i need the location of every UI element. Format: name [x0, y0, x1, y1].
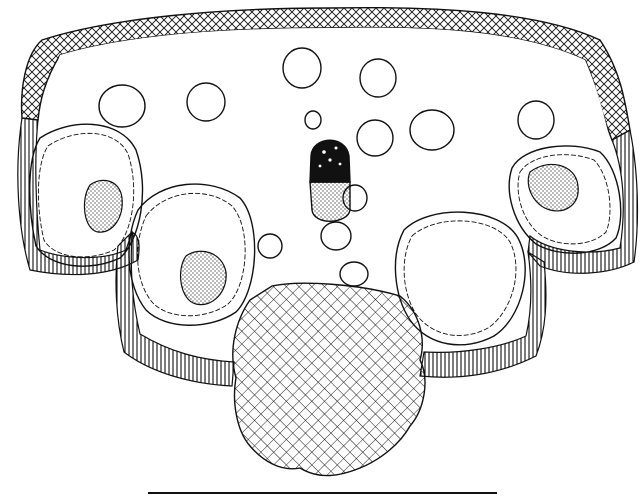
grid-hatched-base [233, 283, 425, 475]
phloem-patch-center-left [181, 251, 227, 304]
parenchyma-cell [340, 262, 368, 286]
parenchyma-cell [518, 101, 554, 139]
parenchyma-cell [99, 85, 145, 127]
parenchyma-cell [410, 110, 454, 150]
parenchyma-cell [360, 59, 396, 97]
parenchyma-cell [321, 222, 351, 250]
phloem-patch-right [528, 164, 578, 210]
parenchyma-cell [187, 83, 225, 121]
parenchyma-cell [283, 48, 321, 88]
central-dark-cell [310, 140, 350, 221]
phloem-patch-left [84, 180, 122, 232]
parenchyma-cell [357, 120, 393, 156]
parenchyma-cell [258, 234, 282, 258]
parenchyma-cell [305, 111, 321, 129]
